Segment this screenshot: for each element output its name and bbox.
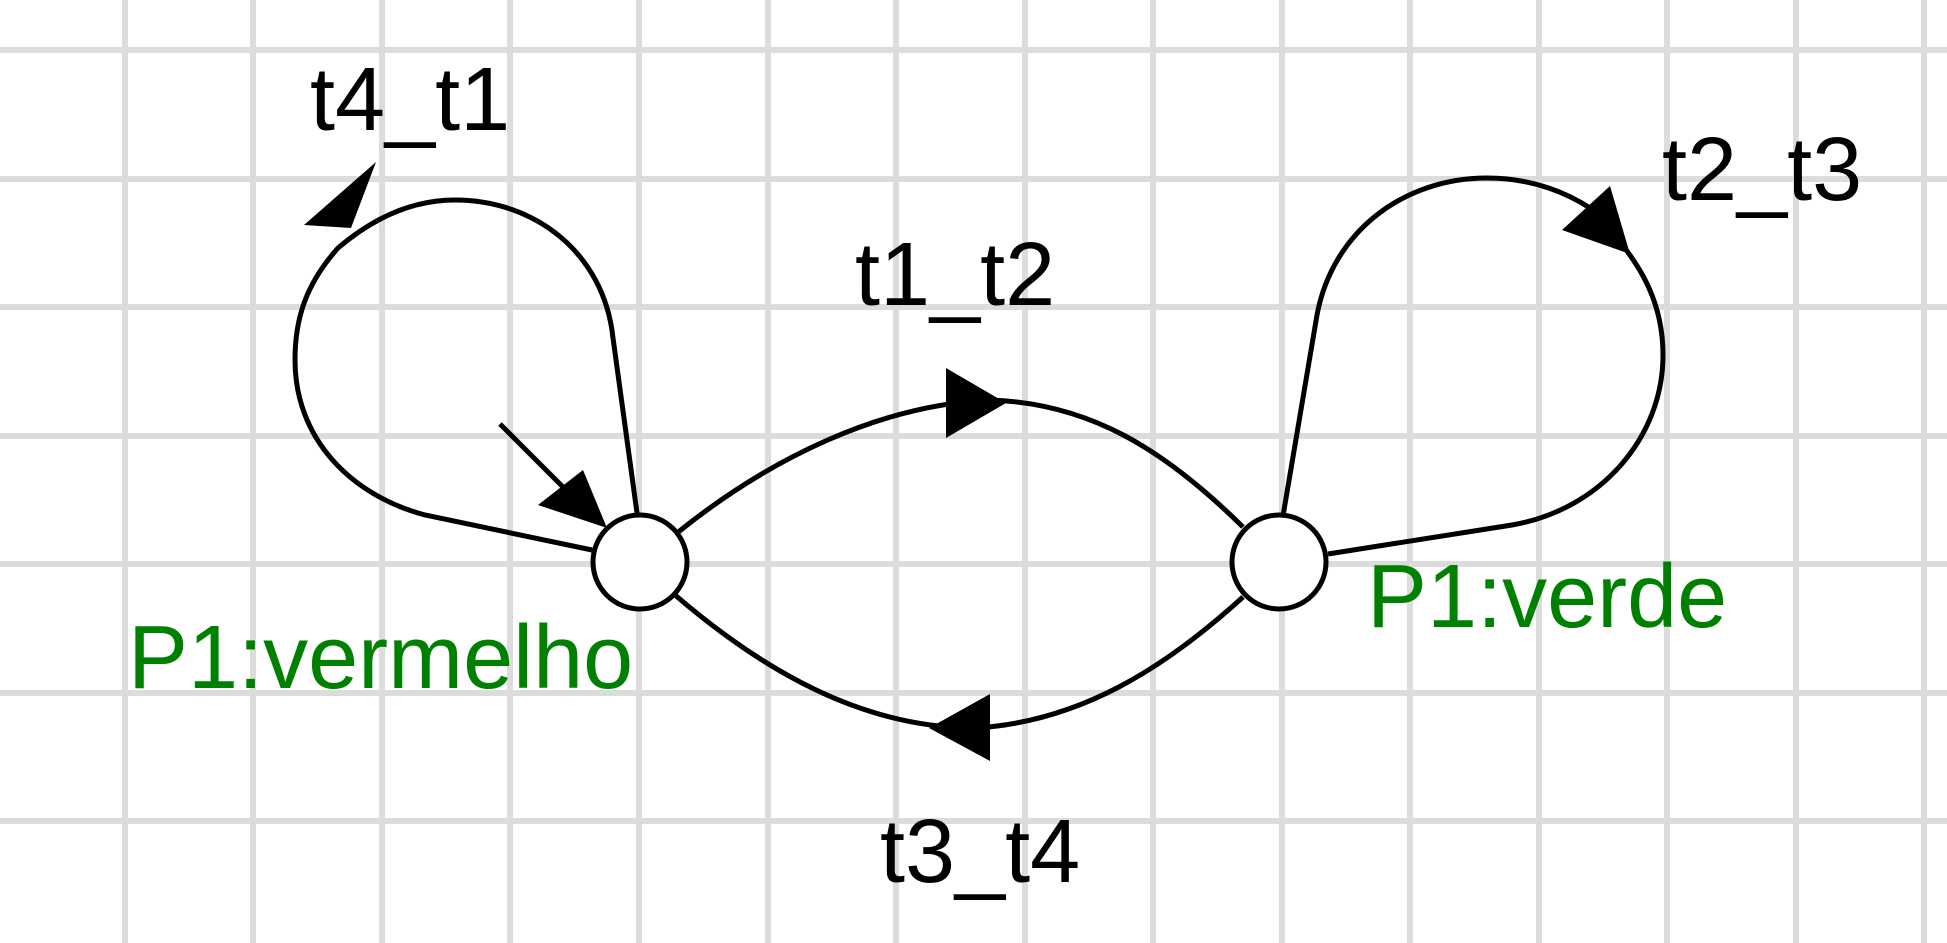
state-label-verde: P1:verde <box>1367 547 1727 647</box>
arrowhead-t3-t4 <box>929 694 990 761</box>
transition-label-t3-t4: t3_t4 <box>880 802 1080 902</box>
state-label-vermelho: P1:vermelho <box>128 608 633 708</box>
transition-t2-t3 <box>1280 175 1666 557</box>
transition-label-t2-t3: t2_t3 <box>1662 120 1862 220</box>
transition-t4-t1 <box>292 162 640 553</box>
arrowhead-t2-t3 <box>1562 186 1630 254</box>
transition-label-t1-t2: t1_t2 <box>855 225 1055 325</box>
arrowhead-initial <box>538 470 607 528</box>
transition-t1-t2 <box>675 368 1245 535</box>
arrowhead-t4-t1 <box>304 162 376 228</box>
state-vermelho[interactable] <box>590 512 690 612</box>
transition-label-t4-t1: t4_t1 <box>310 50 510 150</box>
state-verde[interactable] <box>1229 512 1329 612</box>
initial-transition <box>498 422 607 528</box>
arrowhead-t1-t2 <box>946 368 1006 438</box>
transition-t3-t4 <box>673 593 1245 761</box>
